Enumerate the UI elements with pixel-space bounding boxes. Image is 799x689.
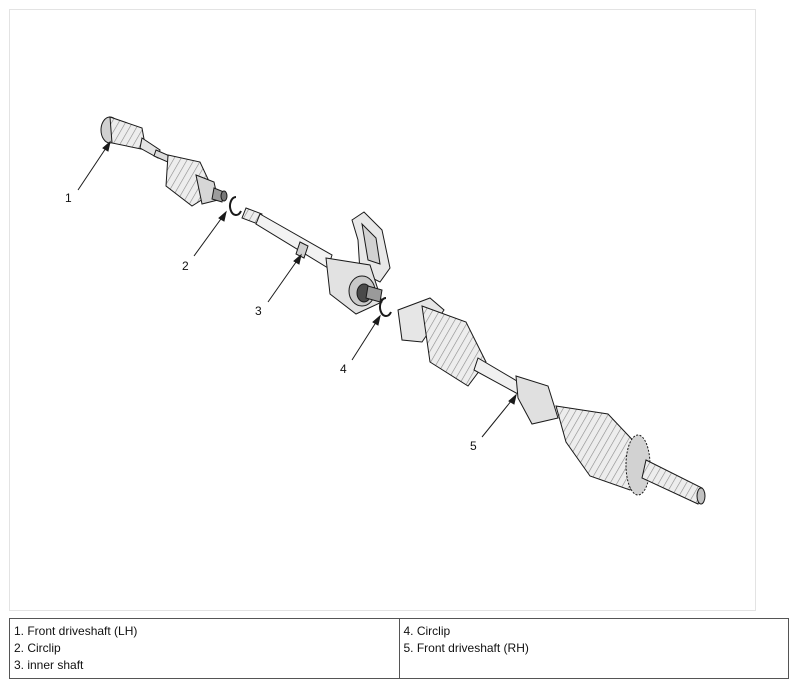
callout-2: 2: [182, 259, 189, 273]
front-driveshaft-rh: [397, 297, 706, 505]
circlip-2: [229, 196, 242, 216]
parts-legend-table: 1. Front driveshaft (LH) 2. Circlip 3. i…: [9, 618, 789, 679]
callout-1: 1: [65, 191, 72, 205]
callout-5: 5: [470, 439, 477, 453]
diagram-frame: 1 2 3 4 5: [9, 9, 756, 611]
legend-column-right: 4. Circlip 5. Front driveshaft (RH): [398, 618, 789, 679]
legend-item-4: 4. Circlip: [403, 624, 451, 638]
circlip-4: [379, 297, 392, 317]
driveshaft-exploded-diagram: 1 2 3 4 5: [65, 116, 706, 505]
legend-item-5: 5. Front driveshaft (RH): [403, 641, 529, 655]
callout-4: 4: [340, 362, 347, 376]
legend-item-2: 2. Circlip: [14, 641, 61, 655]
front-driveshaft-lh: [100, 116, 228, 207]
legend-item-1: 1. Front driveshaft (LH): [14, 624, 138, 638]
legend-column-left: 1. Front driveshaft (LH) 2. Circlip 3. i…: [9, 618, 400, 679]
callout-3: 3: [255, 304, 262, 318]
legend-item-3: 3. inner shaft: [14, 658, 84, 672]
inner-shaft: [241, 207, 391, 315]
leader-lines: [77, 140, 517, 438]
